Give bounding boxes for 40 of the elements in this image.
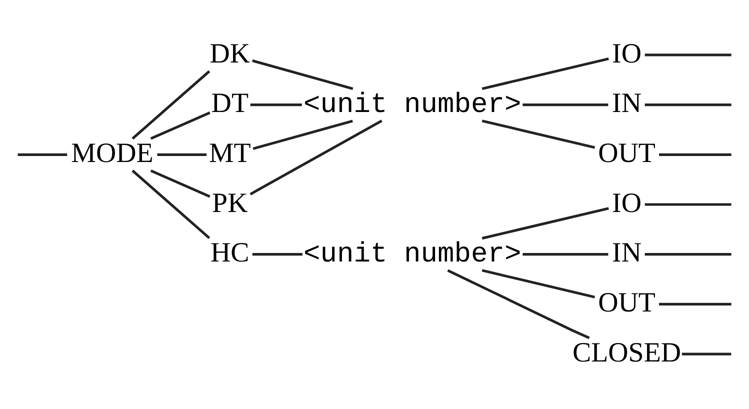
- node-text: DT: [211, 88, 249, 120]
- connector: [150, 170, 210, 198]
- node-text: CLOSED: [572, 337, 682, 368]
- connector: [132, 170, 210, 240]
- node-text: IN: [612, 88, 642, 120]
- connector: [157, 153, 207, 156]
- node-text: <unit number>: [304, 90, 522, 122]
- connector: [252, 253, 302, 256]
- connector: [659, 302, 732, 306]
- connector: [252, 59, 354, 90]
- connector: [682, 352, 732, 356]
- connector: [482, 269, 596, 298]
- connector: [644, 253, 732, 256]
- node-text: IO: [612, 188, 642, 219]
- connector: [132, 70, 210, 140]
- node-text: OUT: [598, 138, 656, 170]
- connector: [644, 203, 732, 206]
- connector: [250, 120, 382, 196]
- connector: [644, 103, 732, 106]
- node-text: DK: [210, 38, 250, 70]
- node-text: <unit number>: [304, 240, 522, 271]
- connector: [150, 112, 210, 140]
- node-text: MODE: [71, 138, 154, 170]
- node-text: IN: [612, 238, 642, 269]
- connector: [522, 103, 608, 106]
- connector: [659, 153, 732, 156]
- node-text: IO: [612, 38, 642, 70]
- node-text: HC: [210, 238, 250, 269]
- connector: [482, 120, 596, 149]
- node-text: MT: [208, 138, 251, 170]
- node-text: OUT: [598, 288, 656, 319]
- connector: [644, 54, 732, 56]
- node-text: PK: [212, 188, 248, 219]
- connector: [447, 269, 590, 340]
- connector: [252, 120, 353, 150]
- connector: [522, 253, 608, 256]
- connector: [250, 103, 302, 106]
- connector: [482, 58, 609, 90]
- connector: [482, 207, 609, 240]
- connector: [18, 153, 68, 156]
